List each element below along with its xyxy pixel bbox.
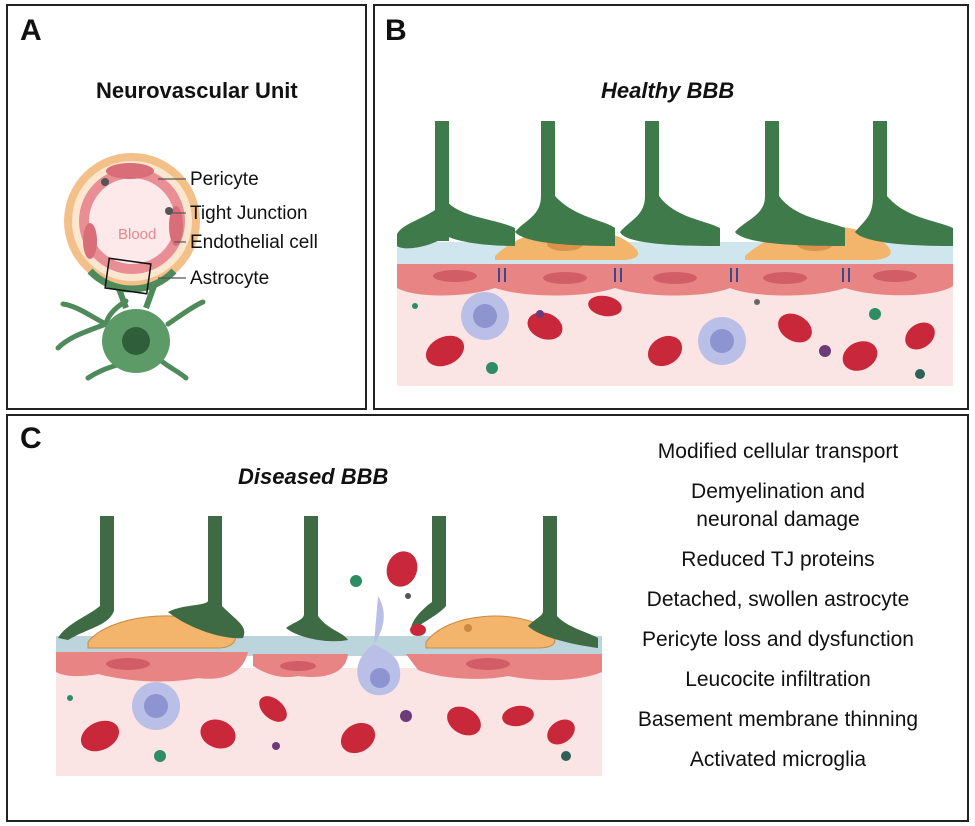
- blood-label: Blood: [118, 226, 157, 243]
- detached-astrocytes: [58, 516, 598, 648]
- panel-b: B Healthy BBB: [373, 4, 969, 410]
- feature-text: Leucocite infiltration: [685, 668, 871, 691]
- feature-text: Basement membrane thinning: [637, 708, 919, 731]
- migrating-leukocyte: [357, 596, 401, 696]
- healthy-bbb-illustration: [397, 121, 953, 386]
- feature-text: Demyelination and: [691, 480, 865, 503]
- feature-item: Pericyte loss and dysfunction: [598, 626, 958, 654]
- endothelial-layer: [397, 264, 953, 296]
- astrocyte-end-feet: [397, 121, 953, 249]
- neurovascular-unit-illustration: [55, 153, 206, 381]
- vessel-cross-section: [64, 153, 200, 295]
- label-pericyte: Pericyte: [190, 169, 259, 190]
- feature-item: Activated microglia: [598, 746, 958, 774]
- panel-c-title: Diseased BBB: [238, 464, 389, 489]
- feature-item: Detached, swollen astrocyte: [598, 586, 958, 614]
- panel-c-letter: C: [20, 422, 42, 455]
- diseased-bbb-illustration: [56, 516, 602, 776]
- panel-b-title: Healthy BBB: [601, 78, 735, 103]
- panel-b-letter: B: [385, 14, 407, 47]
- panel-a-letter: A: [20, 14, 42, 47]
- blood-cells: [412, 292, 935, 379]
- panel-a: A Neurovascular Unit: [6, 4, 367, 410]
- swollen-pericytes: [87, 615, 556, 649]
- feature-item: Basement membrane thinning: [598, 706, 958, 734]
- feature-item: Leucocite infiltration: [598, 666, 958, 694]
- blood-cells-diseased: [67, 551, 575, 762]
- feature-text: Reduced TJ proteins: [681, 548, 875, 571]
- panel-c: C Diseased BBB: [6, 414, 969, 822]
- feature-text: neuronal damage: [696, 508, 860, 531]
- astrocyte-cell: [55, 284, 206, 381]
- feature-text: Pericyte loss and dysfunction: [642, 628, 914, 651]
- feature-item: Reduced TJ proteins: [598, 546, 958, 574]
- feature-text: Detached, swollen astrocyte: [646, 588, 910, 611]
- label-leader-lines: [158, 178, 186, 279]
- feature-text: Activated microglia: [689, 748, 867, 771]
- label-tight-junction: Tight Junction: [190, 203, 308, 224]
- feature-item: Modified cellular transport: [598, 438, 958, 466]
- feature-item: Demyelination and neuronal damage: [598, 478, 958, 534]
- feature-text: Modified cellular transport: [657, 440, 899, 463]
- damaged-endothelial-layer: [56, 652, 602, 682]
- label-astrocyte: Astrocyte: [190, 268, 270, 289]
- label-endothelial-cell: Endothelial cell: [190, 232, 318, 253]
- panel-a-title: Neurovascular Unit: [96, 78, 298, 103]
